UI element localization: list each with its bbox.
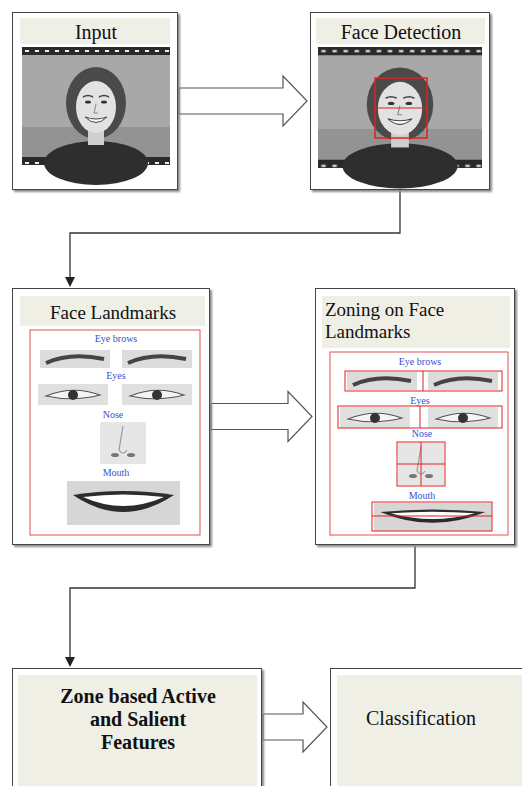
process-box: Zone based Active and Salient Features (12, 668, 262, 786)
process-box: Classification (330, 668, 522, 786)
landmark-label: Mouth (409, 490, 436, 502)
process-box: Face Detection (310, 12, 490, 190)
landmark-label: Eye brows (399, 356, 442, 368)
box-title: Face Landmarks (50, 302, 176, 324)
landmark-label: Eyes (106, 370, 125, 382)
flow-arrow (179, 76, 307, 126)
flow-arrow (65, 191, 400, 287)
box-title: Zone based Active and Salient Features (51, 685, 226, 754)
flow-arrow (263, 702, 327, 752)
landmark-label: Eyes (410, 395, 429, 407)
flow-arrow (65, 546, 415, 667)
flow-arrow (211, 392, 312, 442)
box-title: Face Detection (341, 21, 462, 44)
landmark-label: Mouth (103, 467, 130, 479)
process-box: Zoning on Face LandmarksEye browsEyesNos… (315, 288, 515, 545)
process-box: Face LandmarksEye browsEyesNoseMouth (12, 288, 210, 545)
process-box: Input (12, 12, 178, 190)
box-title: Zoning on Face Landmarks (325, 299, 475, 343)
box-title: Input (75, 21, 117, 44)
landmark-label: Nose (103, 409, 124, 421)
landmark-label: Eye brows (95, 333, 138, 345)
box-title: Classification (366, 707, 476, 730)
landmark-label: Nose (412, 428, 433, 440)
